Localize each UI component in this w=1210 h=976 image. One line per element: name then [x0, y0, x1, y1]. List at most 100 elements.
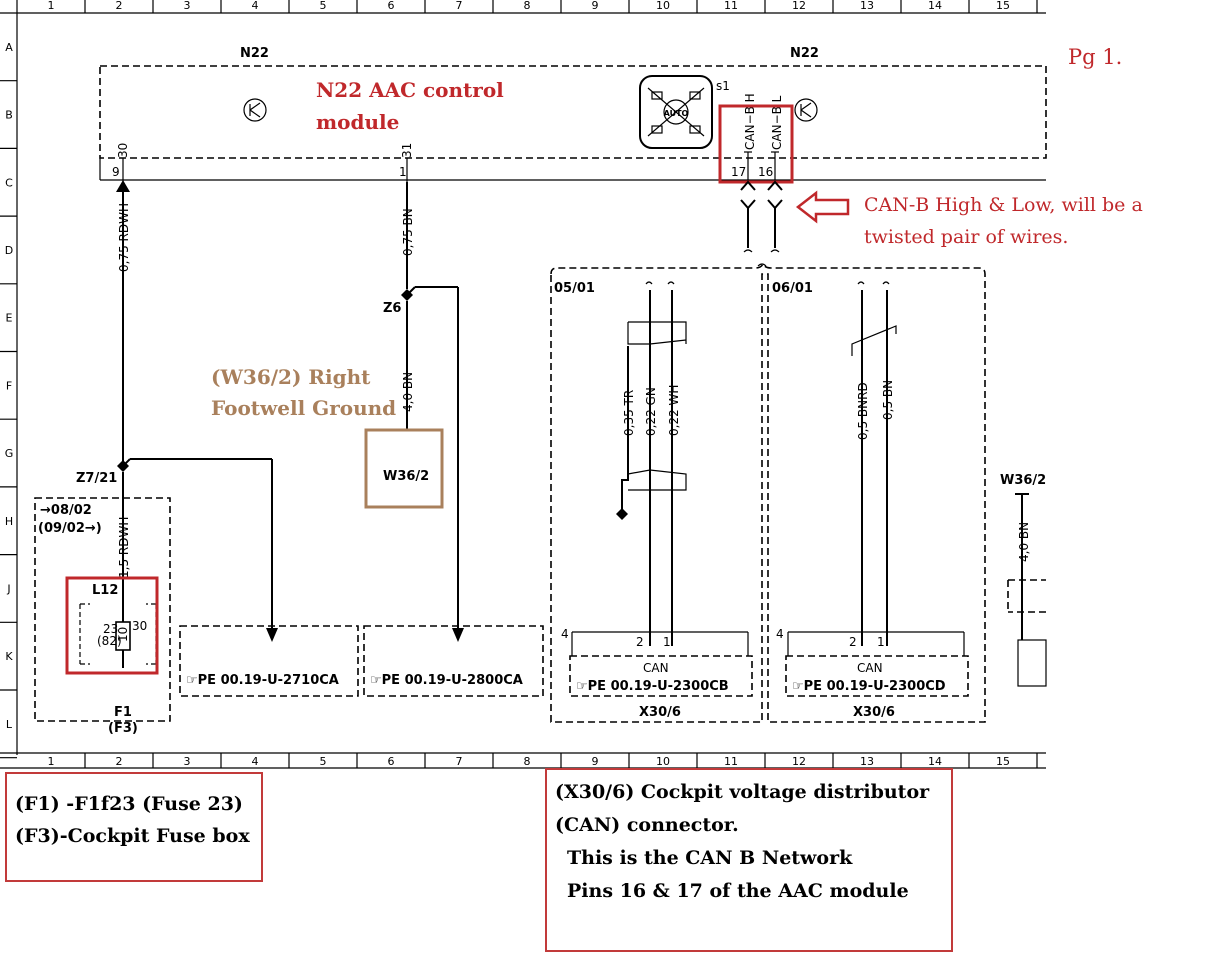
can-b-low-label: CAN−B L — [770, 95, 784, 150]
pin-17: 17 — [731, 165, 746, 179]
connector-x30-6: 05/01 06/01 0,35 TR 0,22 GN 0,22 WH 4 2 … — [550, 262, 986, 723]
connector-pin-1-right: 1 — [877, 635, 885, 649]
fuse-highlight — [65, 576, 159, 675]
grid-column-11-top: 11 — [724, 0, 738, 12]
fuse-l12: L12 — [92, 583, 118, 598]
pe-ref-box-2710 — [179, 625, 359, 697]
grid-row-L: L — [6, 718, 13, 731]
grid-row-C: C — [5, 176, 13, 189]
ground-label-right: W36/2 — [1000, 473, 1046, 488]
wire-label-0-75-bn: 0,75 BN — [401, 208, 415, 256]
wire-label-0-35-tr: 0,35 TR — [622, 390, 636, 436]
fuse-note-box: (F1) -F1f23 (Fuse 23) (F3)-Cockpit Fuse … — [5, 772, 263, 882]
wire-0-75-bn: 0,75 BN — [401, 158, 415, 289]
grid-column-10-top: 10 — [656, 0, 670, 12]
wire-label-4-0-bn-right: 4,0 BN — [1017, 522, 1031, 562]
pe-ref-2800: ☞PE 00.19-U-2800CA — [370, 673, 523, 688]
module-n22: N22 N22 AUTO s1 9 30 — [99, 46, 1047, 181]
connector-note-line-3: This is the CAN B Network — [567, 847, 853, 869]
pe-ref-2300cb: ☞PE 00.19-U-2300CB — [576, 679, 729, 694]
grid-column-10-bottom: 10 — [656, 755, 670, 768]
grid-row-K: K — [5, 650, 13, 663]
grid-row-B: B — [5, 109, 13, 122]
splice-z7-21-label: Z7/21 — [76, 471, 117, 486]
connector-pin-4-right: 4 — [776, 627, 784, 641]
fuse-n82: (82) — [97, 634, 122, 648]
connector-pin-4-left: 4 — [561, 627, 569, 641]
grid-column-14-top: 14 — [928, 0, 942, 12]
grid-column-6-top: 6 — [388, 0, 395, 12]
grid-column-12-top: 12 — [792, 0, 806, 12]
transistor-icon — [243, 98, 267, 122]
grid-column-9-bottom: 9 — [592, 755, 599, 768]
grid-row-H: H — [5, 515, 13, 528]
fuse-ref-b: (09/02→) — [38, 521, 102, 536]
can-note-line-1: CAN-B High & Low, will be a — [864, 194, 1143, 216]
transistor-icon — [794, 98, 818, 122]
ground-label: W36/2 — [383, 469, 429, 484]
fuse-box: →08/02 (09/02→) 1,5 RDWH L12 23 (82) 30 … — [34, 497, 171, 736]
wire-label-1-5-rdwh: 1,5 RDWH — [117, 517, 131, 578]
grid-row-E: E — [6, 312, 13, 325]
grid-column-1-top: 1 — [48, 0, 55, 12]
grid-column-9-top: 9 — [592, 0, 599, 12]
fuse-n30: 30 — [132, 619, 147, 633]
module-title-line-1: N22 AAC control — [316, 78, 504, 102]
grid-row-J: J — [6, 582, 10, 595]
ground-title-line-2: Footwell Ground — [211, 396, 396, 420]
module-id-left: N22 — [240, 46, 269, 61]
pin-1-signal: 31 — [400, 143, 414, 158]
connector-note-line-2: (CAN) connector. — [555, 814, 739, 836]
pin-1: 1 — [399, 165, 407, 179]
grid-column-12-bottom: 12 — [792, 755, 806, 768]
connector-pin-1-left: 1 — [663, 635, 671, 649]
fuse-note-line-1: (F1) -F1f23 (Fuse 23) — [15, 793, 243, 815]
wire-label-4-0-bn: 4,0 BN — [401, 372, 415, 412]
grid-column-11-bottom: 11 — [724, 755, 738, 768]
grid-column-5-top: 5 — [320, 0, 327, 12]
diagram-frame — [0, 0, 1046, 769]
switch-id: s1 — [716, 79, 730, 93]
connector-note-box: (X30/6) Cockpit voltage distributor (CAN… — [545, 768, 953, 952]
fuse-ref-a: →08/02 — [40, 503, 92, 518]
grid-column-4-top: 4 — [252, 0, 259, 12]
grid-column-numbers: 1122334455667788991010111112121313141415… — [48, 0, 1038, 768]
fuse-n10: 10 — [116, 627, 130, 642]
wire-label-0-5-bn: 0,5 BN — [881, 380, 895, 420]
grid-column-6-bottom: 6 — [388, 755, 395, 768]
fuse-name: F1 — [114, 705, 132, 720]
can-note-line-2: twisted pair of wires. — [864, 226, 1068, 248]
connector-pin-2-right: 2 — [849, 635, 857, 649]
grid-column-4-bottom: 4 — [252, 755, 259, 768]
grid-column-15-bottom: 15 — [996, 755, 1010, 768]
grid-column-13-bottom: 13 — [860, 755, 874, 768]
can-b-high-label: CAN−B H — [743, 93, 757, 150]
grid-column-3-top: 3 — [184, 0, 191, 12]
pe-ref-2710: ☞PE 00.19-U-2710CA — [186, 673, 339, 688]
fuse-note-line-2: (F3)-Cockpit Fuse box — [15, 825, 250, 847]
grid-column-2-bottom: 2 — [116, 755, 123, 768]
grid-row-D: D — [5, 244, 13, 257]
grid-column-1-bottom: 1 — [48, 755, 55, 768]
wire-label-0-5-bnrd: 0,5 BNRD — [856, 382, 870, 440]
grid-column-8-bottom: 8 — [524, 755, 531, 768]
grid-column-3-bottom: 3 — [184, 755, 191, 768]
module-id-right: N22 — [790, 46, 819, 61]
can-pins-highlight — [718, 104, 794, 184]
wire-label-0-22-gn: 0,22 GN — [644, 387, 658, 436]
fuse-box-name: (F3) — [108, 721, 138, 736]
wire-label-0-22-wh: 0,22 WH — [667, 385, 681, 436]
connector-name-right: X30/6 — [853, 705, 895, 720]
climate-control-panel-icon: AUTO — [639, 75, 713, 149]
grid-row-A: A — [5, 41, 13, 54]
connector-name-left: X30/6 — [639, 705, 681, 720]
grid-row-F: F — [6, 379, 12, 392]
grid-column-14-bottom: 14 — [928, 755, 942, 768]
pe-ref-2300cd: ☞PE 00.19-U-2300CD — [792, 679, 946, 694]
module-n22-outline — [99, 65, 1047, 159]
ground-title-line-1: (W36/2) Right — [211, 365, 371, 389]
connector-ref-left: 05/01 — [554, 281, 595, 296]
pe-ref-box-2800 — [363, 625, 544, 697]
